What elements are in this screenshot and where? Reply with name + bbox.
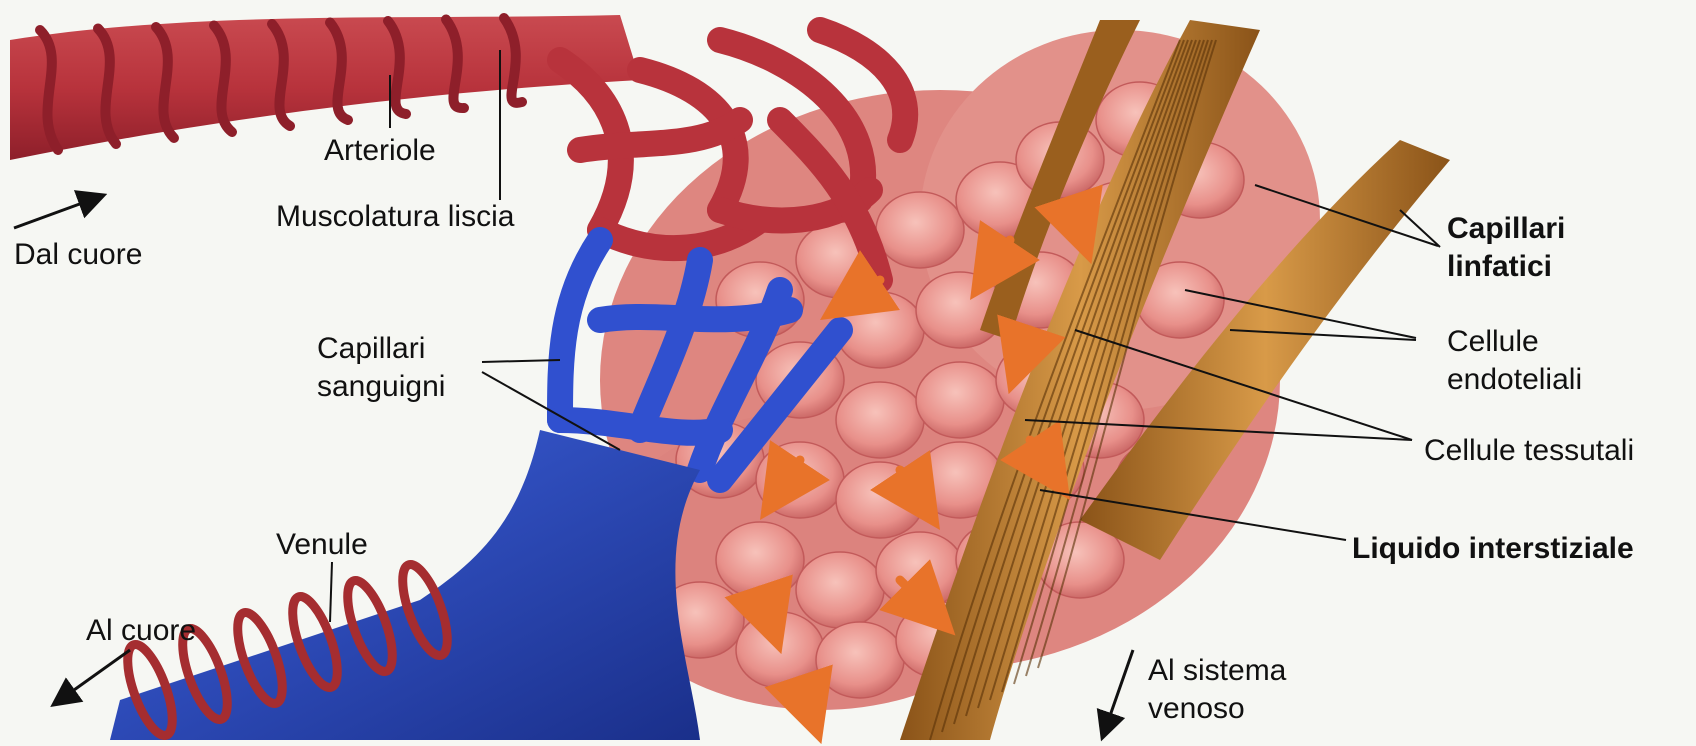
- venule-vessel: [110, 430, 700, 741]
- label-venule: Venule: [276, 526, 368, 564]
- label-dal-cuore: Dal cuore: [14, 236, 142, 274]
- tissue-cell: [916, 362, 1004, 438]
- tissue-cell: [836, 462, 924, 538]
- label-muscolatura-liscia: Muscolatura liscia: [276, 198, 514, 236]
- tissue-cell: [836, 382, 924, 458]
- arrow-from-heart: [14, 198, 96, 228]
- tissue-cell: [876, 192, 964, 268]
- tissue-cell: [756, 442, 844, 518]
- arrow-to-venous-system: [1105, 650, 1133, 730]
- label-cellule-tessutali: Cellule tessutali: [1424, 432, 1634, 470]
- label-al-cuore: Al cuore: [86, 612, 196, 650]
- tissue-cell: [796, 552, 884, 628]
- tissue-cell: [816, 622, 904, 698]
- label-al-sistema-venoso: Al sistema venoso: [1148, 652, 1286, 727]
- arrow-to-heart: [60, 650, 130, 700]
- label-cellule-endoteliali: Cellule endoteliali: [1447, 323, 1582, 398]
- label-liquido-interstiziale: Liquido interstiziale: [1352, 530, 1634, 568]
- label-capillari-sanguigni: Capillari sanguigni: [317, 330, 445, 405]
- tissue-cell: [736, 612, 824, 688]
- label-capillari-linfatici: Capillari linfatici: [1447, 210, 1565, 285]
- label-arteriole: Arteriole: [324, 132, 436, 170]
